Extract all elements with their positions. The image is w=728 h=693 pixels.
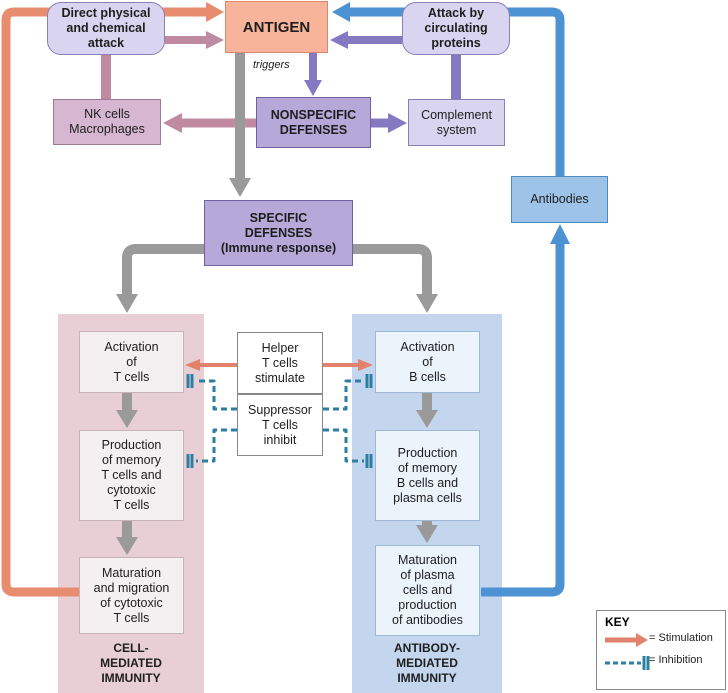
cell-mediated-title: CELL- MEDIATED IMMUNITY (100, 641, 162, 685)
key-title: KEY (605, 615, 630, 629)
complement-system-node: Complement system (408, 99, 505, 146)
nonspecific-complement-arrowhead (388, 113, 407, 133)
cell-mediated-loop-arrowhead (206, 2, 224, 22)
specific-defenses-node: SPECIFIC DEFENSES (Immune response) (204, 200, 353, 266)
t-production-down-head (116, 537, 138, 555)
legend-key: KEY = Stimulation = Inhibition (596, 610, 726, 690)
antibody-mediated-title: ANTIBODY- MEDIATED IMMUNITY (394, 641, 460, 685)
direct-attack-node: Direct physical and chemical attack (47, 2, 165, 55)
key-inhibition-label: = Inhibition (649, 654, 703, 666)
triggers-label: triggers (253, 59, 290, 71)
cell-mediated-loop-arrow (1, 7, 208, 597)
specific-bcell-branch (353, 244, 432, 296)
suppressor-t-cells-node: Suppressor T cells inhibit (237, 394, 323, 456)
b-cell-activation-node: Activation of B cells (375, 331, 480, 393)
key-stimulation-label: = Stimulation (649, 632, 713, 644)
antibodies-loop-arrowhead (332, 2, 350, 22)
b-cell-maturation-node: Maturation of plasma cells and productio… (375, 545, 480, 636)
nonspecific-nk-arrowhead (163, 113, 182, 133)
b-production-down-head (416, 525, 438, 543)
antibodies-loop-arrow (348, 7, 565, 176)
antibodies-node: Antibodies (511, 176, 608, 223)
specific-tcell-arrowhead (116, 294, 138, 313)
antibody-production-arrow (481, 242, 565, 597)
suppressor-t-activation-inhibit (196, 379, 237, 411)
circulating-attack-arrowhead (330, 31, 348, 49)
circulating-attack-node: Attack by circulating proteins (402, 2, 510, 55)
antigen-specific-arrowhead (229, 178, 251, 197)
specific-bcell-arrowhead (416, 294, 438, 313)
specific-tcell-branch (122, 244, 204, 296)
antigen-nonspecific-arrowhead (304, 80, 322, 96)
b-cell-production-node: Production of memory B cells and plasma … (375, 430, 480, 521)
direct-attack-arrowhead (206, 31, 224, 49)
nk-cells-node: NK cells Macrophages (53, 99, 161, 145)
t-cell-production-node: Production of memory T cells and cytotox… (79, 430, 184, 521)
helper-t-cells-node: Helper T cells stimulate (237, 332, 323, 394)
b-activation-down-head (416, 410, 438, 428)
t-cell-activation-node: Activation of T cells (79, 331, 184, 393)
suppressor-t-production-inhibit (196, 428, 237, 463)
antigen-node: ANTIGEN (225, 1, 328, 53)
t-activation-down-head (116, 410, 138, 428)
helper-t-stimulation-head (185, 359, 200, 371)
antibody-production-arrowhead (550, 224, 570, 244)
helper-b-stimulation-head (358, 359, 373, 371)
t-cell-maturation-node: Maturation and migration of cytotoxic T … (79, 557, 184, 634)
key-symbols (605, 633, 650, 670)
nonspecific-defenses-node: NONSPECIFIC DEFENSES (256, 97, 371, 148)
suppressor-b-activation-inhibit (323, 379, 364, 411)
suppressor-b-production-inhibit (323, 428, 364, 463)
